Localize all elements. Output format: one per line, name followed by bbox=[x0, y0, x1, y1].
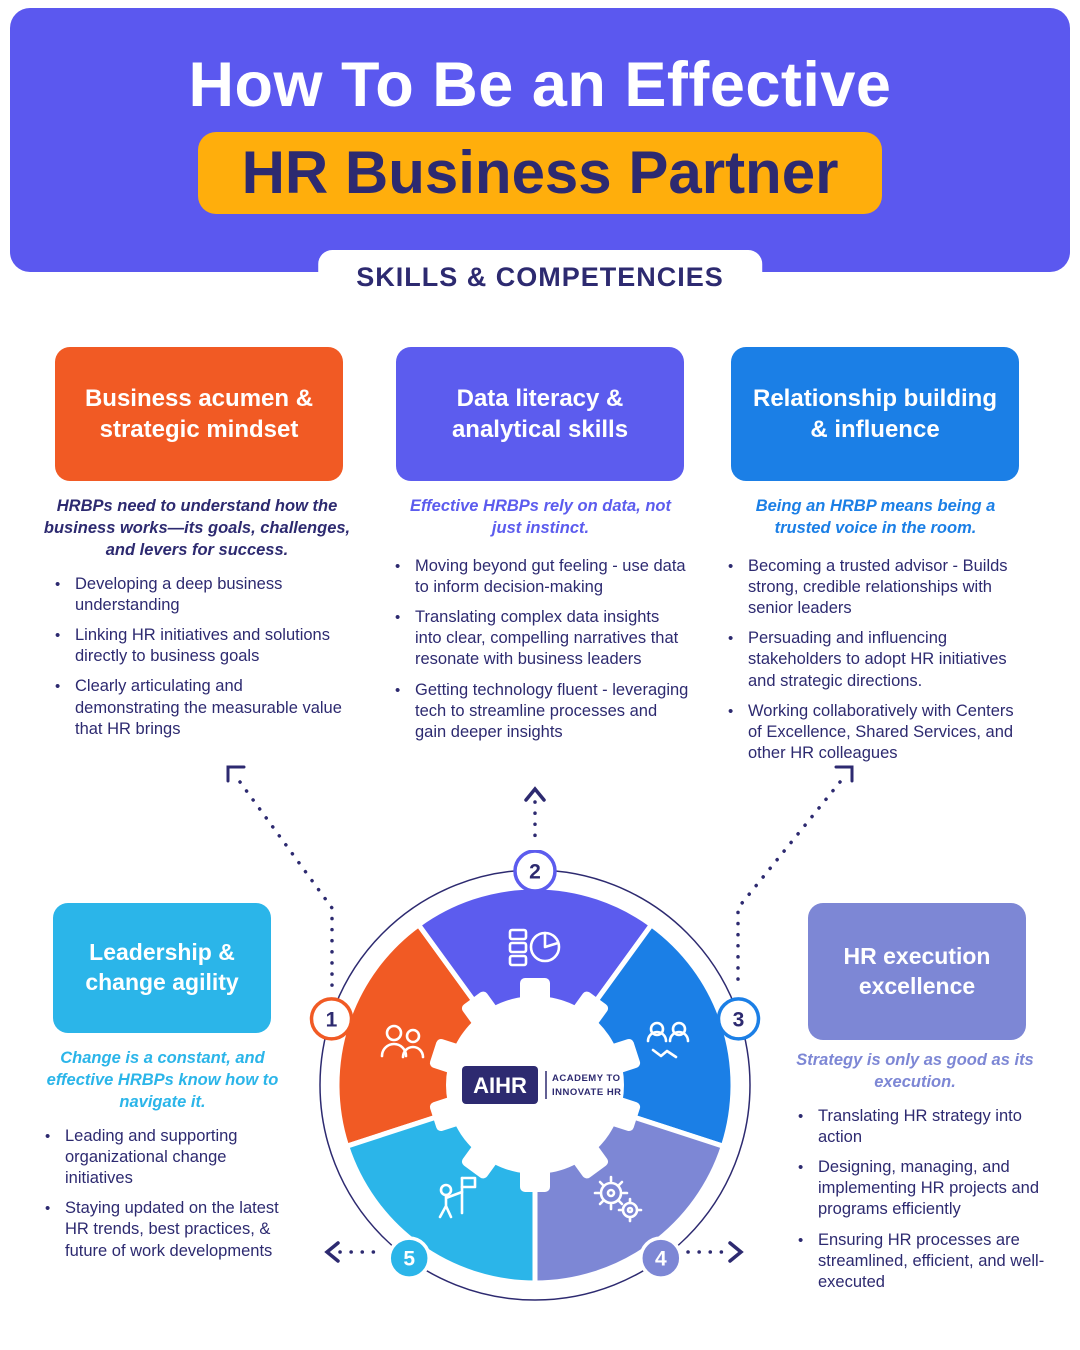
list-item: • Leading and supporting organizational c… bbox=[45, 1126, 290, 1189]
wheel-number-4: 4 bbox=[655, 1248, 667, 1271]
data-analytics-icon bbox=[508, 928, 561, 967]
bullet-dot: • bbox=[798, 1159, 804, 1177]
logo-tagline-2: INNOVATE HR bbox=[552, 1087, 622, 1098]
corner-bracket-left bbox=[226, 765, 246, 783]
logo-tagline-1: ACADEMY TO bbox=[552, 1073, 621, 1084]
page-title-highlight-wrap: HR Business Partner bbox=[197, 132, 883, 215]
wheel-number-1: 1 bbox=[326, 1009, 338, 1032]
bullet-text: Persuading and influencing stakeholders … bbox=[748, 629, 1007, 690]
bullet-text: Staying updated on the latest HR trends,… bbox=[65, 1199, 279, 1260]
list-item: • Persuading and influencing stakeholders… bbox=[728, 628, 1028, 691]
list-item: • Translating complex data insights into … bbox=[395, 607, 690, 670]
card-execution: HR execution excellence bbox=[808, 903, 1026, 1040]
business-intro: HRBPs need to understand how the busines… bbox=[43, 497, 351, 559]
card-data-literacy: Data literacy & analytical skills bbox=[396, 347, 684, 481]
bullet-text: Translating complex data insights into c… bbox=[415, 608, 679, 669]
relationship-intro: Being an HRBP means being a trusted voic… bbox=[755, 497, 996, 537]
skills-wheel: AIHR ACADEMY TO INNOVATE HR 1 2 3 4 5 bbox=[309, 850, 761, 1301]
wheel-number-2: 2 bbox=[529, 861, 541, 884]
business-bullet-list: • Developing a deep business understandin… bbox=[55, 574, 345, 749]
bullet-text: Translating HR strategy into action bbox=[818, 1107, 1022, 1147]
data-literacy-bullet-list: • Moving beyond gut feeling - use data to… bbox=[395, 556, 690, 752]
bullet-dot: • bbox=[395, 609, 401, 627]
list-item: • Becoming a trusted advisor - Builds str… bbox=[728, 556, 1028, 619]
bullet-dot: • bbox=[395, 681, 401, 699]
wheel-number-3-badge bbox=[716, 997, 761, 1041]
bullet-dot: • bbox=[798, 1231, 804, 1249]
list-item: • Moving beyond gut feeling - use data to… bbox=[395, 556, 690, 598]
arrow-up-icon bbox=[524, 786, 546, 802]
bullet-text: Ensuring HR processes are streamlined, e… bbox=[818, 1230, 1045, 1291]
bullet-dot: • bbox=[45, 1200, 51, 1218]
leadership-intro: Change is a constant, and effective HRBP… bbox=[46, 1049, 279, 1111]
bullet-text: Designing, managing, and implementing HR… bbox=[818, 1158, 1040, 1219]
wheel-number-5-badge bbox=[387, 1236, 431, 1280]
data-literacy-intro: Effective HRBPs rely on data, not just i… bbox=[409, 497, 671, 537]
gears-icon bbox=[593, 1175, 643, 1223]
leadership-bullet-list: • Leading and supporting organizational c… bbox=[45, 1126, 290, 1271]
bullet-dot: • bbox=[395, 558, 401, 575]
bullet-text: Developing a deep business understanding bbox=[75, 575, 283, 615]
bullet-dot: • bbox=[45, 1128, 51, 1145]
card-leadership: Leadership & change agility bbox=[53, 903, 271, 1033]
list-item: • Getting technology fluent - leveraging … bbox=[395, 680, 690, 743]
list-item: • Linking HR initiatives and solutions di… bbox=[55, 625, 345, 667]
wheel-number-4-badge bbox=[639, 1236, 683, 1280]
handshake-icon bbox=[646, 1021, 690, 1059]
list-item: • Working collaboratively with Centers of… bbox=[728, 701, 1028, 764]
card-business-acumen: Business acumen & strategic mindset bbox=[55, 347, 343, 481]
list-item: • Ensuring HR processes are streamlined, … bbox=[798, 1230, 1048, 1293]
bullet-text: Working collaboratively with Centers of … bbox=[748, 701, 1014, 762]
card-relationship: Relationship building & influence bbox=[731, 347, 1019, 481]
wheel-number-3: 3 bbox=[733, 1009, 745, 1032]
bullet-dot: • bbox=[728, 630, 734, 648]
wheel-number-2-badge bbox=[513, 850, 557, 893]
list-item: • Clearly articulating and demonstrating … bbox=[55, 676, 345, 739]
bullet-text: Linking HR initiatives and solutions dir… bbox=[75, 626, 330, 666]
relationship-bullet-list: • Becoming a trusted advisor - Builds str… bbox=[728, 556, 1028, 773]
list-item: • Developing a deep business understandin… bbox=[55, 574, 345, 616]
bullet-dot: • bbox=[798, 1108, 804, 1125]
list-item: • Designing, managing, and implementing H… bbox=[798, 1157, 1048, 1220]
person-flag-icon bbox=[438, 1176, 477, 1219]
bullet-text: Moving beyond gut feeling - use data to … bbox=[415, 557, 686, 597]
execution-intro: Strategy is only as good as its executio… bbox=[796, 1051, 1034, 1091]
header-banner: How To Be an Effective HR Business Partn… bbox=[10, 8, 1070, 272]
aihr-logo-box bbox=[462, 1066, 538, 1104]
page-title: How To Be an Effective bbox=[188, 50, 892, 120]
list-item: • Translating HR strategy into action bbox=[798, 1106, 1048, 1148]
list-item: • Staying updated on the latest HR trends… bbox=[45, 1198, 290, 1261]
section-tab: SKILLS & COMPETENCIES bbox=[318, 250, 762, 305]
bullet-text: Clearly articulating and demonstrating t… bbox=[75, 677, 342, 738]
bullet-dot: • bbox=[55, 678, 61, 696]
bullet-dot: • bbox=[728, 702, 734, 720]
execution-bullet-list: • Translating HR strategy into action • De… bbox=[798, 1106, 1048, 1302]
bullet-dot: • bbox=[728, 558, 734, 575]
bullet-text: Getting technology fluent - leveraging t… bbox=[415, 680, 689, 741]
bullet-text: Leading and supporting organizational ch… bbox=[65, 1127, 238, 1188]
aihr-logo: AIHR ACADEMY TO INNOVATE HR bbox=[462, 1066, 622, 1104]
page-title-highlight: HR Business Partner bbox=[197, 132, 883, 215]
people-icon bbox=[380, 1024, 425, 1059]
aihr-logo-text: AIHR bbox=[473, 1073, 527, 1098]
bullet-dot: • bbox=[55, 627, 61, 645]
bullet-dot: • bbox=[55, 576, 61, 593]
wheel-number-1-badge bbox=[309, 997, 354, 1041]
wheel-number-5: 5 bbox=[403, 1248, 415, 1271]
bullet-text: Becoming a trusted advisor - Builds stro… bbox=[748, 557, 1008, 618]
